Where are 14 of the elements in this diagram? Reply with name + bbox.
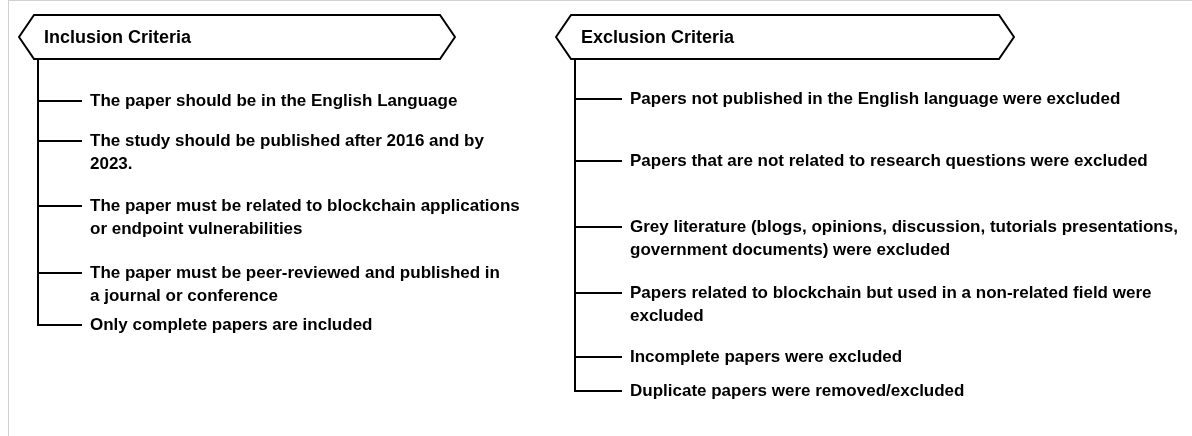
criterion-text: Papers not published in the English language were excluded	[630, 88, 1122, 110]
criterion-text: The paper must be peer-reviewed and published in a journal or conference	[90, 262, 501, 307]
criterion-text: Papers that are not related to research questions were excluded	[630, 150, 1149, 172]
criterion-text: Only complete papers are included	[90, 314, 374, 336]
header-title: Exclusion Criteria	[581, 25, 735, 49]
header-title: Inclusion Criteria	[44, 25, 192, 49]
criterion-text: The study should be published after 2016 and by 2023.	[90, 130, 485, 175]
criterion-text: Grey literature (blogs, opinions, discussion, tutorials presentations, government documents) were excluded	[630, 216, 1179, 261]
criterion-text: Incomplete papers were excluded	[630, 346, 904, 368]
criterion-text: Duplicate papers were removed/excluded	[630, 380, 966, 402]
criterion-text: The paper should be in the English Language	[90, 90, 459, 112]
criterion-text: Papers related to blockchain but used in a non-related field were excluded	[630, 282, 1153, 327]
connector-line	[37, 59, 83, 326]
criterion-text: The paper must be related to blockchain applications or endpoint vulnerabilities	[90, 195, 521, 240]
